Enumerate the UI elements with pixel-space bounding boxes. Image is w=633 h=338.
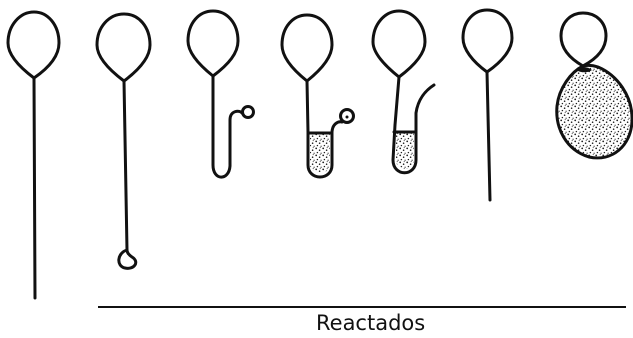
sperm-tail xyxy=(487,72,490,200)
sperm-head xyxy=(282,15,332,81)
droplet-core xyxy=(346,116,349,119)
sperm-tail xyxy=(124,81,127,250)
sperm-folded-coiled xyxy=(373,11,434,173)
stippled-midpiece xyxy=(310,134,330,173)
sperm-vesicle xyxy=(557,13,632,158)
sperm-intact xyxy=(8,12,59,298)
sperm-head xyxy=(373,11,425,77)
stippled-midpiece xyxy=(396,133,414,169)
sperm-straight xyxy=(463,10,512,200)
sperm-tail-loop xyxy=(97,14,150,268)
sperm-head xyxy=(561,13,606,66)
acrosomal-vesicle xyxy=(557,65,632,158)
sperm-head xyxy=(8,12,59,78)
sperm-bent-droplet xyxy=(188,11,254,177)
sperm-folded-droplet xyxy=(282,15,354,177)
group-label: Reactados xyxy=(316,311,425,335)
cytoplasmic-droplet xyxy=(243,107,254,118)
sperm-tail xyxy=(213,76,242,177)
sperm-head xyxy=(97,14,150,81)
sperm-head xyxy=(463,10,512,72)
sperm-head xyxy=(188,11,238,76)
tail-loop xyxy=(119,250,136,268)
sperm-tail xyxy=(34,78,35,298)
